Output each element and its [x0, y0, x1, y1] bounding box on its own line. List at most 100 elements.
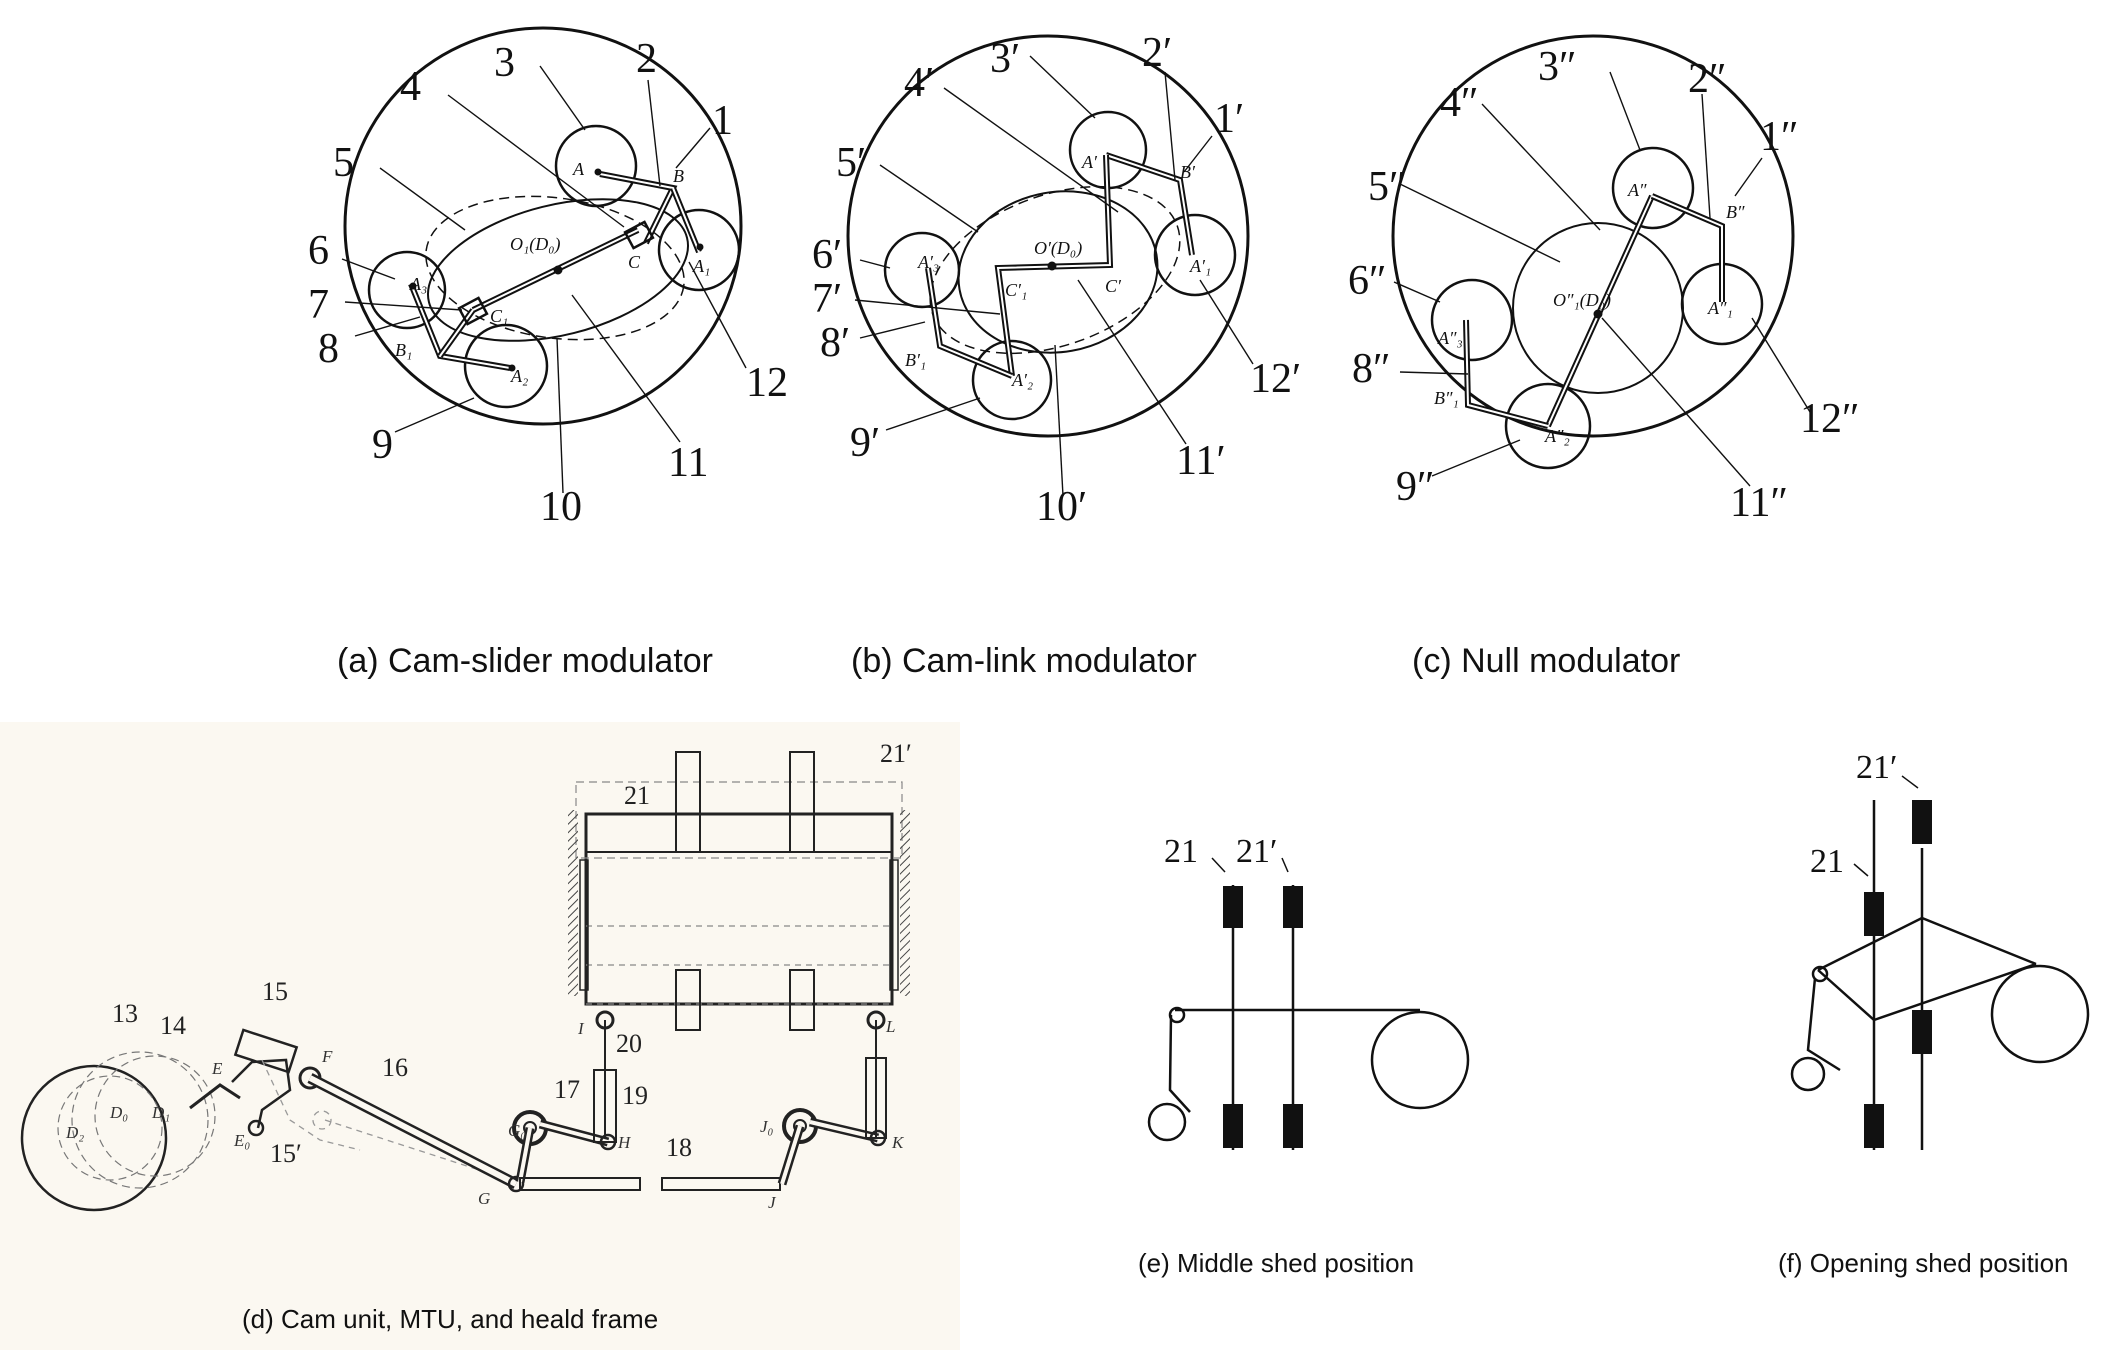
figure-label: 20: [616, 1029, 642, 1058]
figure-label: 17: [554, 1075, 580, 1104]
figure-label: 5: [333, 140, 354, 186]
figure-label: A₂: [510, 366, 528, 386]
figure-label: 9: [372, 422, 393, 468]
figure-label: 11′: [1176, 438, 1226, 484]
figure-label: 6″: [1348, 258, 1387, 304]
figure-label: 10′: [1036, 484, 1087, 530]
figure-label: A″₁: [1707, 298, 1733, 318]
gear-6-a: [367, 250, 447, 330]
outer-housing-c: [1391, 34, 1795, 438]
cam-a: [426, 198, 690, 342]
slider-c1-a: [457, 296, 489, 326]
figure-label: A′: [1081, 152, 1098, 172]
cam-13: [20, 1064, 168, 1212]
panel-b-cam-link: [846, 34, 1254, 497]
cam-b: [957, 190, 1159, 354]
figure-label: 15: [262, 977, 288, 1006]
gear-9-c: [1504, 382, 1592, 470]
gear-6-c: [1430, 278, 1514, 362]
figure-label: J: [768, 1193, 777, 1212]
panel-f-opening-shed: 21′ 21 (f) Opening shed position: [1778, 749, 2090, 1278]
panel-c-null: [1391, 34, 1811, 487]
figure-label: B″: [1726, 202, 1745, 222]
gear-12-a: [657, 208, 741, 292]
figure-label: 2″: [1688, 56, 1727, 102]
gear-3-c: [1611, 146, 1695, 230]
caption-a: (a) Cam-slider modulator: [337, 642, 713, 680]
figure-label: 4: [400, 64, 421, 110]
outer-housing-b: [846, 34, 1250, 438]
figure-label: 8′: [820, 320, 850, 366]
figure-label: K: [891, 1133, 905, 1152]
figure-label: G₀: [508, 1121, 526, 1140]
figure-label: C: [628, 252, 641, 272]
figure-label: 2′: [1142, 30, 1172, 76]
figure-label: 1″: [1760, 114, 1799, 160]
figure-label: B′₁: [905, 350, 926, 370]
figure-label: 13: [112, 999, 138, 1028]
figure-label: B: [673, 166, 684, 186]
figure-label: O″₁(D₀): [1553, 290, 1611, 311]
figure-label: 21: [624, 781, 650, 810]
figure-label: 21: [1810, 843, 1844, 880]
figure-label: 9′: [850, 420, 880, 466]
figure-label: 15′: [270, 1139, 302, 1168]
figure-label: C′₁: [1005, 280, 1027, 300]
figure-label: B′: [1180, 162, 1196, 182]
caption-d: (d) Cam unit, MTU, and heald frame: [242, 1304, 658, 1334]
figure-label: J₀: [760, 1117, 774, 1136]
figure-label: B₁: [395, 340, 412, 360]
figure-label: 10: [540, 484, 582, 530]
caption-b: (b) Cam-link modulator: [851, 642, 1197, 680]
figure-label: A₃: [409, 274, 427, 294]
figure-label: B″₁: [1434, 388, 1459, 408]
figure-label: 21: [1164, 833, 1198, 870]
figure-label: L: [885, 1017, 895, 1036]
figure-label: 3′: [990, 36, 1020, 82]
figure-label: D₁: [151, 1103, 170, 1122]
figure-label: 21′: [1236, 833, 1277, 870]
figure-label: 1′: [1214, 96, 1244, 142]
figure-label: 5′: [836, 140, 866, 186]
panel-e-middle-shed: 21 21′ (e) Middle shed position: [1138, 833, 1470, 1278]
figure-label: 12′: [1250, 356, 1301, 402]
figure-label: D₀: [109, 1103, 128, 1122]
caption-e: (e) Middle shed position: [1138, 1248, 1414, 1278]
figure-label: 21′: [880, 739, 912, 768]
figure-label: A′₂: [1011, 370, 1033, 390]
gear-9-b: [971, 339, 1053, 421]
figure-label: 7: [308, 282, 329, 328]
figure-label: C′: [1105, 276, 1122, 296]
figure-label: 11″: [1730, 480, 1788, 526]
figure-label: 8: [318, 326, 339, 372]
figure-label: A′₃: [917, 252, 939, 272]
figure-label: 4″: [1440, 80, 1479, 126]
figure-label: G: [478, 1189, 490, 1208]
outer-housing-a: [343, 26, 743, 426]
figure-label: A: [572, 159, 585, 179]
figure-label: 19: [622, 1081, 648, 1110]
figure-label: E₀: [233, 1131, 250, 1150]
figure-label: 21′: [1856, 749, 1897, 786]
figure-label: 8″: [1352, 346, 1391, 392]
figure-label: A₁: [692, 256, 710, 276]
figure-label: 1: [712, 98, 733, 144]
figure-label: 14: [160, 1011, 186, 1040]
figure-label: E: [211, 1059, 223, 1078]
figure-label: O′(D₀): [1034, 238, 1082, 259]
figure-label: 6′: [812, 232, 842, 278]
caption-f: (f) Opening shed position: [1778, 1248, 2069, 1278]
figure-label: 18: [666, 1133, 692, 1162]
figure-label: 12: [746, 360, 788, 406]
figure-label: A″₃: [1437, 328, 1463, 348]
figure-label: A″₂: [1544, 426, 1570, 446]
gear-3-a: [554, 124, 638, 208]
slider-c-a: [623, 220, 655, 250]
panel-b-numbers: 1′ 2′ 3′ 4′ 5′ 6′ 7′ 8′ 9′ 10′ 11′ 12′ A…: [812, 30, 1301, 530]
figure-label: 7′: [812, 276, 842, 322]
figure-label: 6: [308, 228, 329, 274]
figure-label: 4′: [904, 60, 934, 106]
figure-label: 3″: [1538, 44, 1577, 90]
gear-12-b: [1153, 213, 1237, 297]
figure-label: 2: [636, 36, 657, 82]
